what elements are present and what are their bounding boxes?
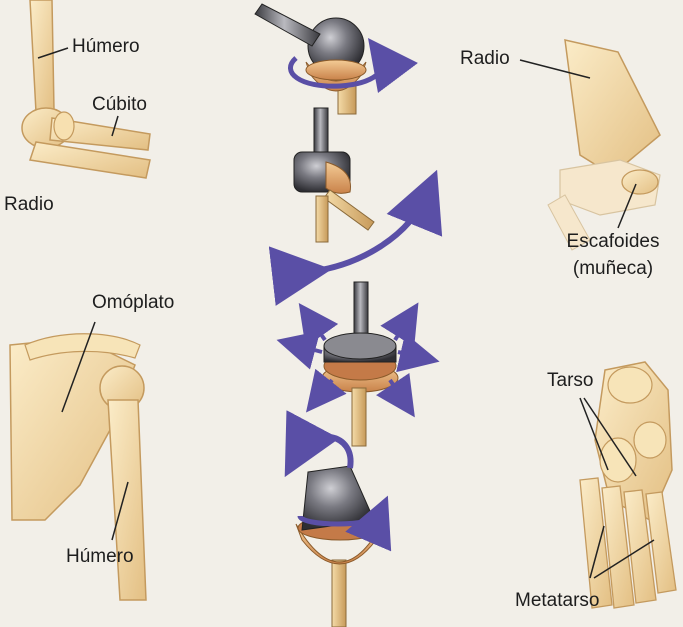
- hinge-joint-model: [294, 108, 428, 272]
- label-omoplato: Omóplato: [92, 292, 174, 314]
- label-tarso: Tarso: [547, 370, 593, 392]
- label-radio-wrist: Radio: [460, 48, 510, 70]
- foot-bones-illustration: [580, 362, 676, 608]
- label-metatarso: Metatarso: [515, 590, 599, 612]
- label-radio-elbow: Radio: [4, 194, 54, 216]
- label-escafoides: Escafoides: [548, 229, 678, 255]
- label-humero-shoulder: Húmero: [66, 546, 134, 568]
- elbow-bones-illustration: [22, 0, 150, 178]
- label-humero-elbow: Húmero: [72, 36, 140, 58]
- pivot-joint-model: [296, 437, 382, 627]
- ball-socket-joint-model: [255, 4, 384, 114]
- label-muneca: (muñeca): [548, 256, 678, 282]
- label-cubito: Cúbito: [92, 94, 147, 116]
- gliding-joint-model: [292, 282, 424, 446]
